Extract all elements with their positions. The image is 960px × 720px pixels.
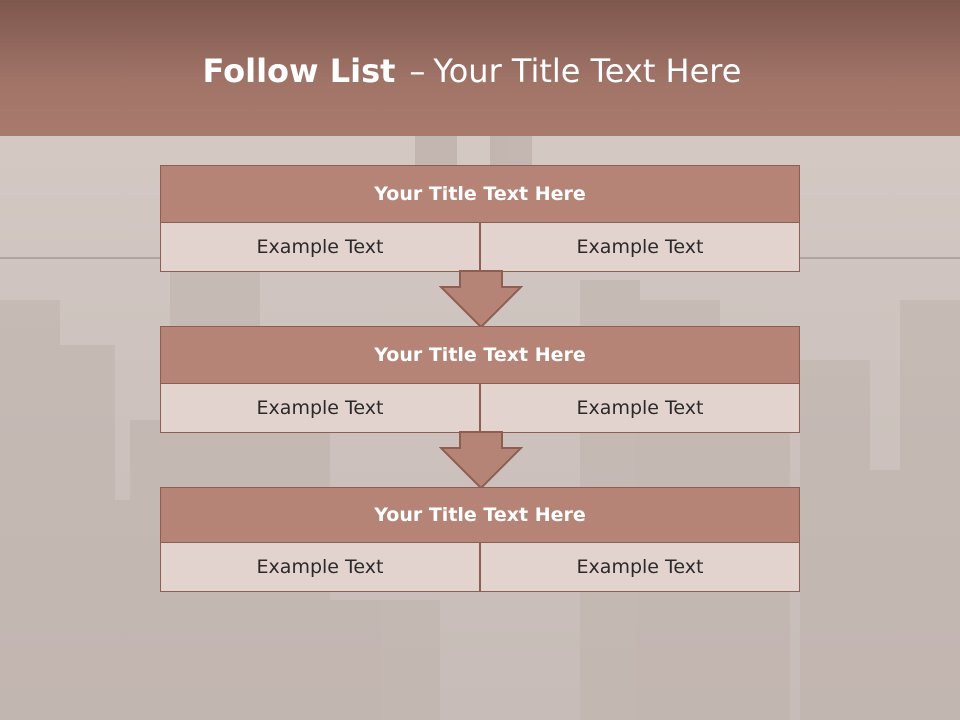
down-arrow-icon xyxy=(439,431,523,489)
title-bold: Follow List xyxy=(202,52,396,90)
title-separator: – xyxy=(409,52,426,90)
block-right-text: Example Text xyxy=(480,383,800,433)
list-block-1: Your Title Text Here Example Text Exampl… xyxy=(160,165,800,272)
title-bar xyxy=(0,0,960,136)
block-title: Your Title Text Here xyxy=(160,165,800,223)
title-rest: Your Title Text Here xyxy=(433,52,742,90)
block-left-text: Example Text xyxy=(160,383,480,433)
block-right-text: Example Text xyxy=(480,222,800,272)
block-right-text: Example Text xyxy=(480,542,800,592)
list-block-3: Your Title Text Here Example Text Exampl… xyxy=(160,487,800,593)
block-left-text: Example Text xyxy=(160,222,480,272)
block-left-text: Example Text xyxy=(160,542,480,592)
slide-title: Follow List–Your Title Text Here xyxy=(0,52,944,90)
down-arrow-icon xyxy=(439,270,523,328)
list-block-2: Your Title Text Here Example Text Exampl… xyxy=(160,326,800,433)
block-title: Your Title Text Here xyxy=(160,326,800,384)
block-title: Your Title Text Here xyxy=(160,487,800,543)
